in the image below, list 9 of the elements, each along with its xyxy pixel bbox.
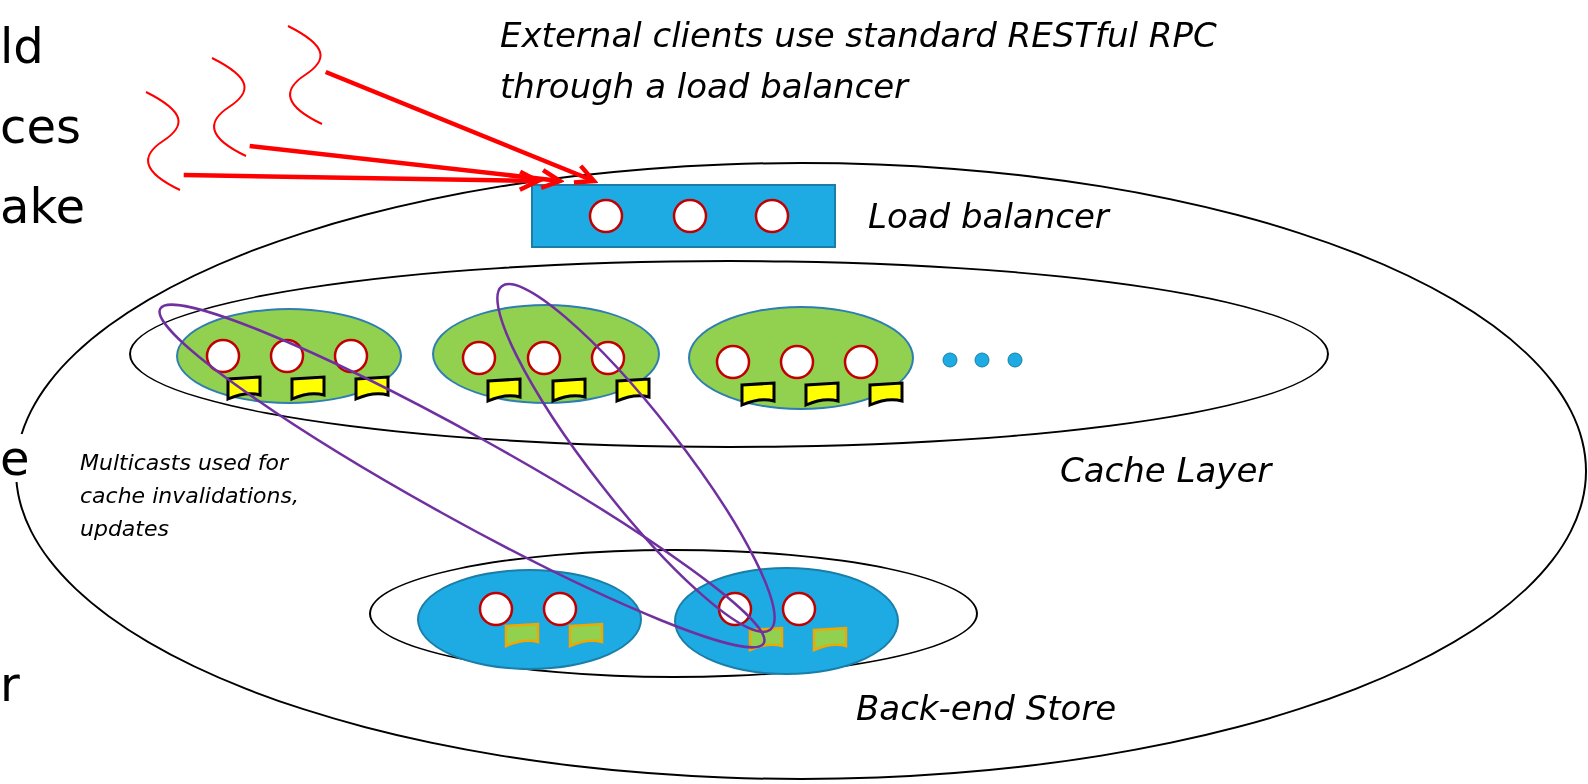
slide-text: e — [0, 434, 30, 482]
arrow — [183, 169, 541, 192]
annotation-text: Multicasts used for cache invalidations, updates — [80, 449, 300, 543]
arrow — [324, 69, 597, 185]
layer-label: Back-end Store — [856, 688, 1117, 728]
arrow — [249, 143, 563, 191]
layer-label: Cache Layer — [1060, 450, 1272, 490]
annotation-text: External clients use standard RESTful RPC through a load balancer — [500, 14, 1218, 108]
component-label: Load balancer — [868, 196, 1109, 236]
